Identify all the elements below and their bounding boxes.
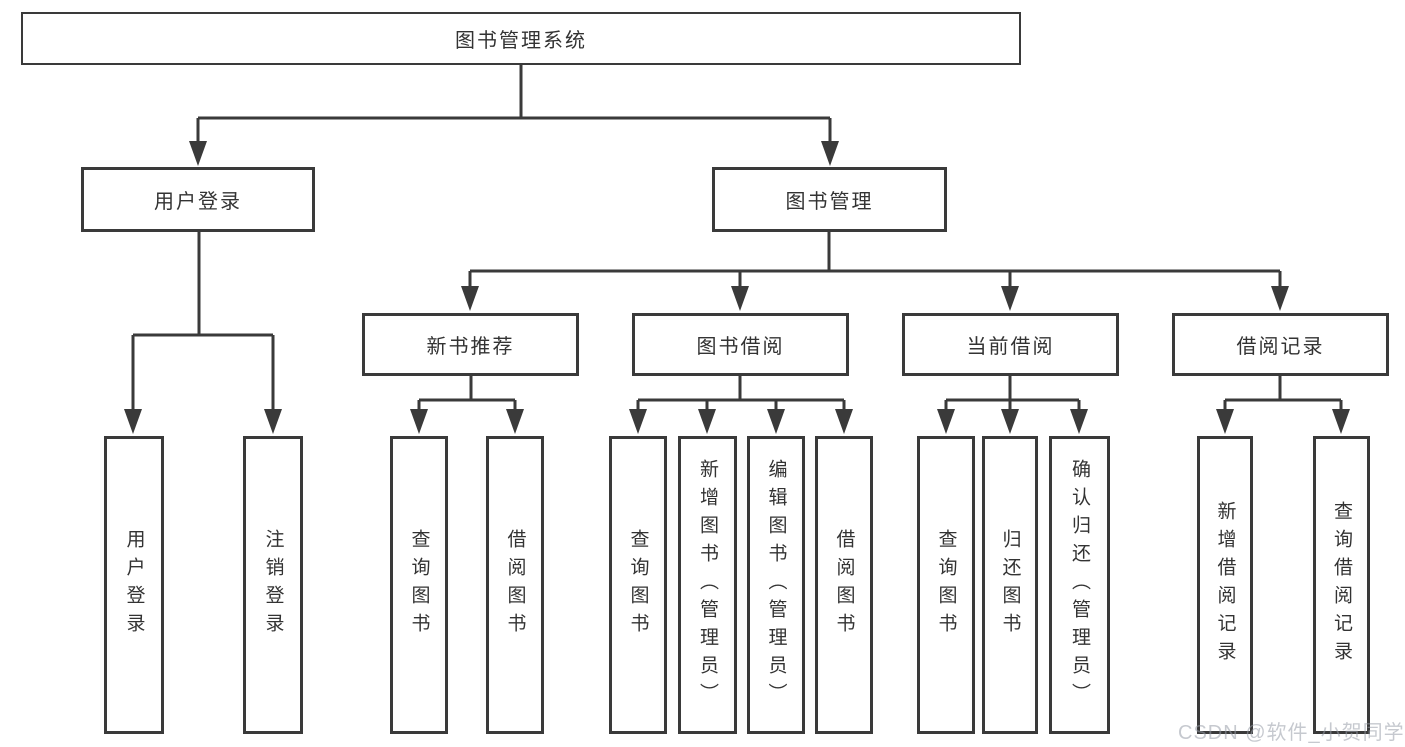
leaf-cb-query-books: 查询图书: [917, 436, 975, 734]
node-borrow-records: 借阅记录: [1172, 313, 1389, 376]
leaf-br-query-record-label: 查询借阅记录: [1331, 501, 1352, 669]
node-current-borrow-label: 当前借阅: [966, 336, 1055, 358]
node-root: 图书管理系统: [21, 12, 1021, 65]
leaf-br-add-record-label: 新增借阅记录: [1214, 501, 1236, 669]
node-borrow-records-label: 借阅记录: [1236, 336, 1325, 358]
leaf-bb-add-books-admin-label: 新增图书（管理员）: [697, 459, 718, 711]
node-user-login: 用户登录: [81, 167, 315, 232]
leaf-logout: 注销登录: [243, 436, 303, 734]
node-user-login-label: 用户登录: [154, 191, 242, 213]
leaf-cb-return-books-label: 归还图书: [999, 529, 1021, 641]
leaf-cb-return-books: 归还图书: [982, 436, 1038, 734]
leaf-nbr-borrow-books: 借阅图书: [486, 436, 544, 734]
node-book-management: 图书管理: [712, 167, 947, 232]
leaf-bb-borrow-books-label: 借阅图书: [833, 529, 855, 641]
node-new-book-recommend-label: 新书推荐: [426, 336, 515, 358]
leaf-cb-confirm-return-admin-label: 确认归还（管理员）: [1069, 459, 1090, 711]
leaf-nbr-query-books-label: 查询图书: [408, 529, 430, 641]
watermark: CSDN @软件_小贺同学: [1178, 722, 1405, 744]
leaf-user-login: 用户登录: [104, 436, 164, 734]
leaf-nbr-query-books: 查询图书: [390, 436, 448, 734]
leaf-cb-query-books-label: 查询图书: [935, 529, 957, 641]
leaf-bb-add-books-admin: 新增图书（管理员）: [678, 436, 737, 734]
leaf-bb-edit-books-admin: 编辑图书（管理员）: [747, 436, 805, 734]
node-root-label: 图书管理系统: [455, 30, 587, 52]
node-book-management-label: 图书管理: [785, 191, 874, 213]
node-book-borrow: 图书借阅: [632, 313, 849, 376]
leaf-bb-query-books: 查询图书: [609, 436, 667, 734]
leaf-bb-borrow-books: 借阅图书: [815, 436, 873, 734]
leaf-br-add-record: 新增借阅记录: [1197, 436, 1253, 734]
leaf-br-query-record: 查询借阅记录: [1313, 436, 1370, 734]
leaf-cb-confirm-return-admin: 确认归还（管理员）: [1049, 436, 1110, 734]
leaf-bb-query-books-label: 查询图书: [627, 529, 649, 641]
leaf-logout-label: 注销登录: [262, 529, 284, 641]
leaf-nbr-borrow-books-label: 借阅图书: [504, 529, 526, 641]
leaf-bb-edit-books-admin-label: 编辑图书（管理员）: [765, 459, 787, 711]
node-current-borrow: 当前借阅: [902, 313, 1119, 376]
leaf-user-login-label: 用户登录: [123, 529, 145, 641]
node-book-borrow-label: 图书借阅: [696, 336, 785, 358]
node-new-book-recommend: 新书推荐: [362, 313, 579, 376]
